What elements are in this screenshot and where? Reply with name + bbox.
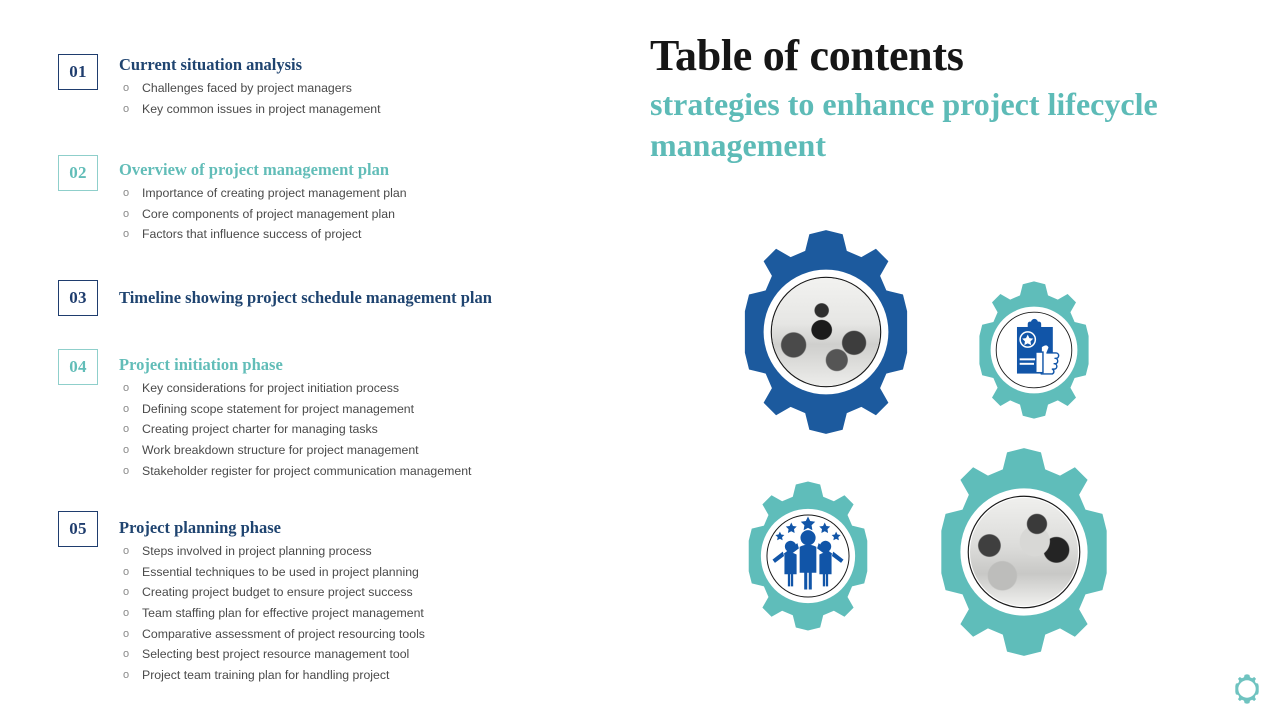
bullet-icon: o bbox=[123, 402, 130, 415]
list-item[interactable]: o Project team training plan for handling… bbox=[119, 665, 619, 686]
page-subtitle: strategies to enhance project lifecycle … bbox=[650, 86, 1158, 164]
list-item[interactable]: o Creating project budget to ensure proje… bbox=[119, 582, 619, 603]
list-item[interactable]: o Comparative assessment of project resou… bbox=[119, 624, 619, 645]
list-item-label: Project team training plan for handling … bbox=[142, 667, 390, 682]
section-number-04: 04 bbox=[69, 357, 87, 376]
list-item[interactable]: o Essential techniques to be used in proj… bbox=[119, 562, 619, 583]
section-number-02: 02 bbox=[69, 163, 87, 182]
list-item[interactable]: o Defining scope statement for project ma… bbox=[119, 399, 619, 420]
gear-large-teal bbox=[918, 446, 1130, 658]
section-heading-05[interactable]: Project planning phase bbox=[119, 518, 281, 537]
list-item[interactable]: o Selecting best project resource managem… bbox=[119, 644, 619, 665]
gear-small-teal-top bbox=[964, 280, 1104, 420]
bullet-icon: o bbox=[123, 82, 130, 95]
list-item[interactable]: o Work breakdown structure for project ma… bbox=[119, 440, 619, 461]
section-body-04: Project initiation phase o Key considerat… bbox=[119, 354, 619, 481]
bullet-icon: o bbox=[123, 228, 130, 241]
list-item-label: Defining scope statement for project man… bbox=[142, 401, 415, 416]
section-bullet-list-05: o Steps involved in project planning proc… bbox=[119, 541, 619, 685]
section-body-02: Overview of project management plan o Imp… bbox=[119, 159, 619, 245]
list-item-label: Creating project charter for managing ta… bbox=[142, 422, 378, 437]
bullet-icon: o bbox=[123, 187, 130, 200]
list-item-label: Core components of project management pl… bbox=[142, 206, 395, 221]
section-number-box-01: 01 bbox=[58, 54, 98, 90]
list-item-label: Comparative assessment of project resour… bbox=[142, 626, 425, 641]
section-body-05: Project planning phase o Steps involved i… bbox=[119, 517, 619, 685]
bullet-icon: o bbox=[123, 565, 130, 578]
bullet-icon: o bbox=[123, 648, 130, 661]
page-title: Table of contents bbox=[650, 31, 964, 80]
gear-hub-outline bbox=[967, 495, 1081, 609]
list-item[interactable]: o Importance of creating project manageme… bbox=[119, 183, 619, 204]
list-item-label: Challenges faced by project managers bbox=[142, 81, 352, 96]
list-item[interactable]: o Core components of project management p… bbox=[119, 204, 619, 225]
list-item[interactable]: o Stakeholder register for project commun… bbox=[119, 461, 619, 482]
corner-gear-watermark-icon bbox=[1235, 674, 1259, 704]
bullet-icon: o bbox=[123, 382, 130, 395]
photo-team-collaboration bbox=[970, 498, 1078, 606]
gear-hub-outline bbox=[766, 514, 850, 598]
title-block: Table of contents strategies to enhance … bbox=[650, 32, 1250, 166]
gear-large-blue bbox=[722, 228, 930, 436]
gear-hub-outline bbox=[995, 311, 1073, 389]
section-heading-04[interactable]: Project initiation phase bbox=[119, 355, 283, 374]
gear-illustration-group bbox=[700, 228, 1170, 668]
bullet-icon: o bbox=[123, 607, 130, 620]
section-number-box-04: 04 bbox=[58, 349, 98, 385]
section-number-box-03: 03 bbox=[58, 280, 98, 316]
list-item-label: Key considerations for project initiatio… bbox=[142, 381, 399, 396]
list-item[interactable]: o Factors that influence success of proje… bbox=[119, 224, 619, 245]
section-body-01: Current situation analysis o Challenges f… bbox=[119, 54, 619, 119]
bullet-icon: o bbox=[123, 444, 130, 457]
list-item-label: Importance of creating project managemen… bbox=[142, 186, 407, 201]
section-bullet-list-04: o Key considerations for project initiati… bbox=[119, 378, 619, 481]
list-item-label: Work breakdown structure for project man… bbox=[142, 443, 419, 458]
bullet-icon: o bbox=[123, 207, 130, 220]
list-item-label: Essential techniques to be used in proje… bbox=[142, 564, 419, 579]
list-item-label: Key common issues in project management bbox=[142, 101, 381, 116]
photo-business-meeting-presenter bbox=[772, 278, 880, 386]
list-item[interactable]: o Steps involved in project planning proc… bbox=[119, 541, 619, 562]
list-item-label: Steps involved in project planning proce… bbox=[142, 544, 372, 559]
list-item[interactable]: o Creating project charter for managing t… bbox=[119, 419, 619, 440]
bullet-icon: o bbox=[123, 423, 130, 436]
section-number-box-02: 02 bbox=[58, 155, 98, 191]
list-item-label: Factors that influence success of projec… bbox=[142, 227, 362, 242]
list-item-label: Stakeholder register for project communi… bbox=[142, 463, 472, 478]
list-item[interactable]: o Key common issues in project management bbox=[119, 99, 619, 120]
gear-hub-outline bbox=[770, 276, 882, 388]
bullet-icon: o bbox=[123, 627, 130, 640]
section-number-03: 03 bbox=[69, 288, 87, 307]
list-item[interactable]: o Key considerations for project initiati… bbox=[119, 378, 619, 399]
section-heading-02[interactable]: Overview of project management plan bbox=[119, 160, 390, 179]
section-number-box-05: 05 bbox=[58, 511, 98, 547]
table-of-contents-panel: 01 Current situation analysis o Challenge… bbox=[0, 0, 620, 720]
gear-small-teal-bottom bbox=[732, 480, 884, 632]
list-item-label: Team staffing plan for effective project… bbox=[142, 606, 424, 621]
list-item[interactable]: o Challenges faced by project managers bbox=[119, 78, 619, 99]
bullet-icon: o bbox=[123, 102, 130, 115]
section-body-03: Timeline showing project schedule manage… bbox=[119, 287, 619, 311]
section-number-05: 05 bbox=[69, 519, 87, 538]
bullet-icon: o bbox=[123, 586, 130, 599]
team-success-people-icon bbox=[772, 516, 844, 590]
bullet-icon: o bbox=[123, 545, 130, 558]
section-bullet-list-02: o Importance of creating project manageme… bbox=[119, 183, 619, 245]
bullet-icon: o bbox=[123, 464, 130, 477]
list-item[interactable]: o Team staffing plan for effective projec… bbox=[119, 603, 619, 624]
gear-small-teal-top-shape bbox=[979, 281, 1089, 419]
list-item-label: Selecting best project resource manageme… bbox=[142, 647, 410, 662]
clipboard-approval-icon bbox=[1016, 318, 1060, 375]
bullet-icon: o bbox=[123, 668, 130, 681]
gear-small-teal-bottom-shape bbox=[748, 481, 868, 631]
list-item-label: Creating project budget to ensure projec… bbox=[142, 585, 413, 600]
section-heading-03[interactable]: Timeline showing project schedule manage… bbox=[119, 288, 492, 307]
section-heading-01[interactable]: Current situation analysis bbox=[119, 55, 303, 74]
section-number-01: 01 bbox=[69, 62, 87, 81]
